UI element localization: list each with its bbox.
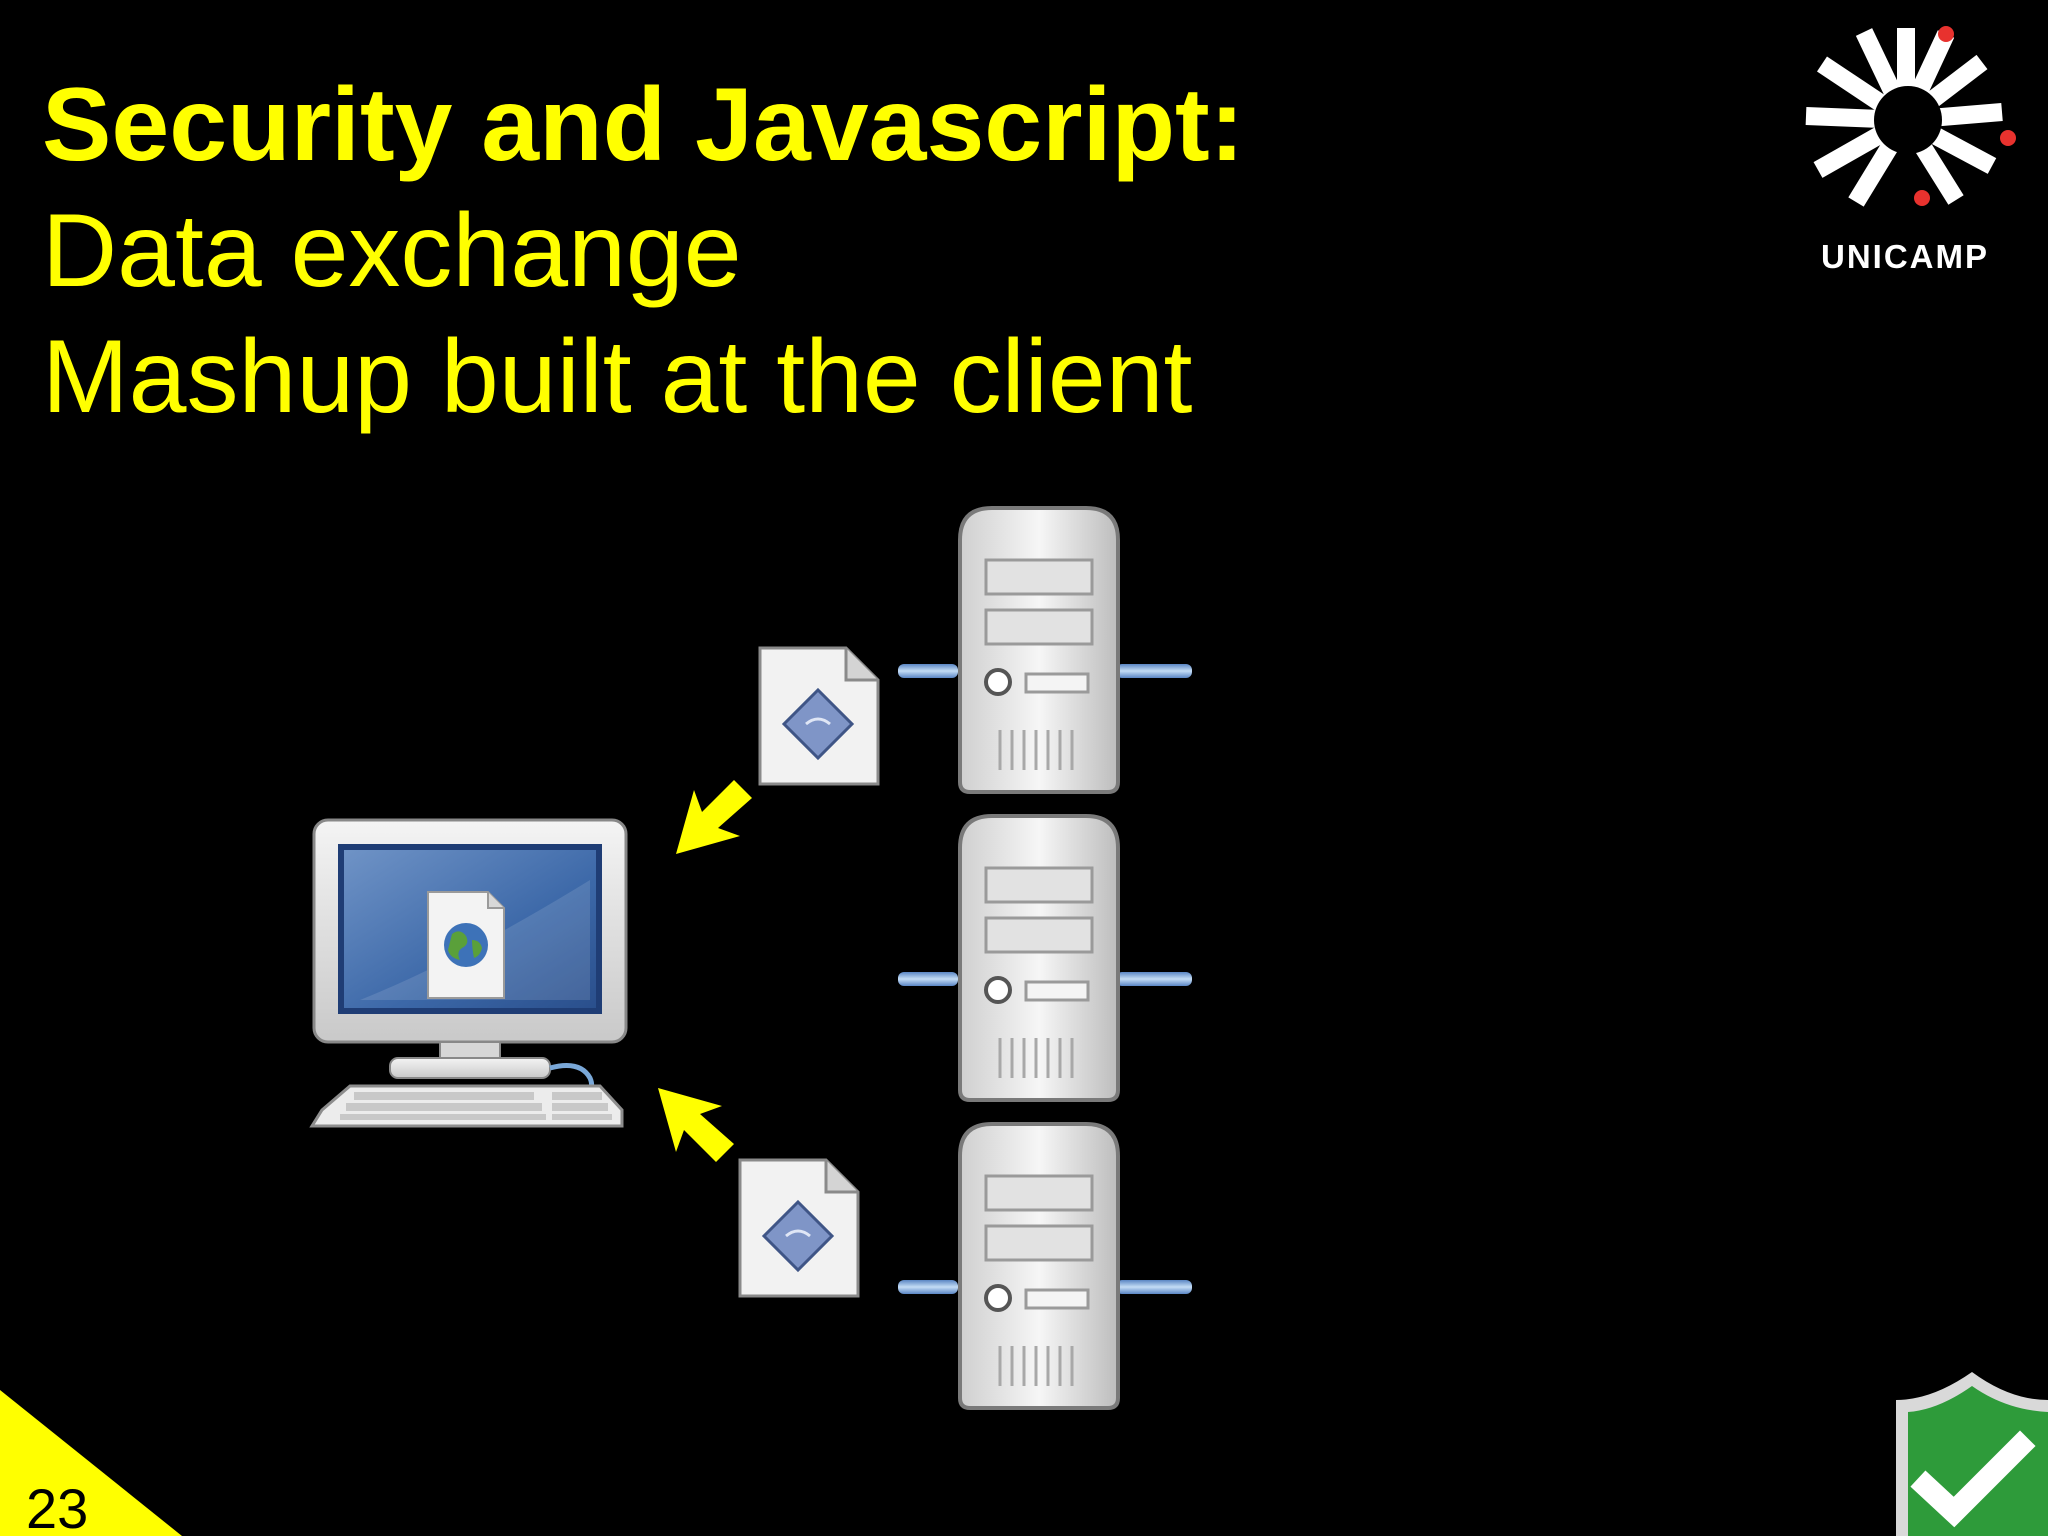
script-document-icon <box>738 1158 860 1298</box>
server-icon <box>898 814 1192 1102</box>
server-icon <box>898 506 1192 794</box>
script-document-icon <box>758 646 880 786</box>
slide-title: Security and Javascript: <box>42 67 1245 183</box>
page-number: 23 <box>26 1477 89 1536</box>
logo-text: UNICAMP <box>1821 238 1989 275</box>
page-number-badge <box>0 1390 182 1536</box>
slide-subtitle-2: Mashup built at the client <box>42 319 1193 435</box>
server-icon <box>898 1122 1192 1410</box>
unicamp-logo-icon <box>1805 26 2016 207</box>
arrow-down-left-icon <box>676 780 752 854</box>
arrow-up-left-icon <box>658 1088 734 1162</box>
title-block: Security and Javascript: Data exchange M… <box>42 62 1244 440</box>
client-computer-icon <box>309 818 628 1128</box>
slide-subtitle-1: Data exchange <box>42 193 742 309</box>
shield-check-icon <box>1896 1372 2048 1536</box>
